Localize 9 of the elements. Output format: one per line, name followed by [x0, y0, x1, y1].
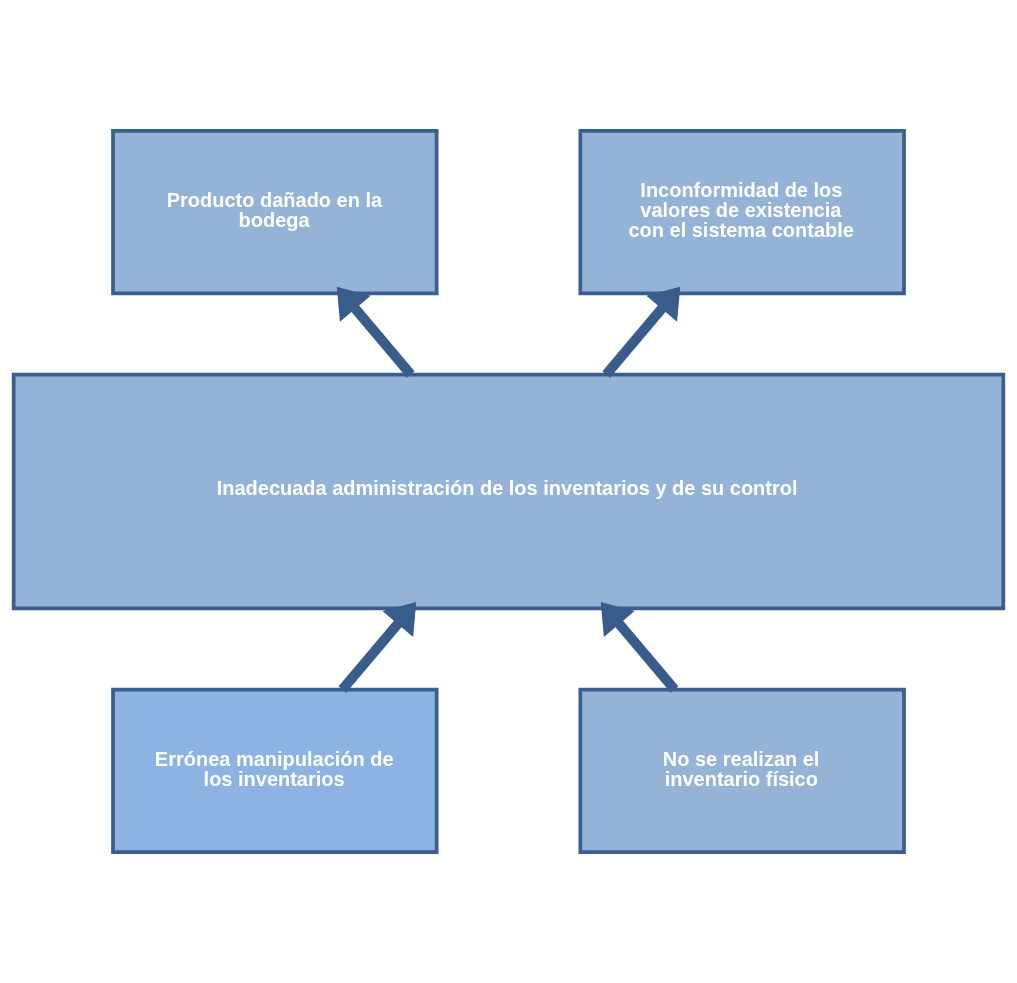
arrow [338, 602, 417, 693]
node-box: Producto dañado en la bodega [111, 129, 439, 296]
node-box: Inadecuada administración de los inventarios y de su control [11, 372, 1006, 611]
node-box: No se realizan el inventario físico [578, 687, 906, 854]
node-box: Inconformidad de los valores de existencia con el sistema contable [578, 129, 906, 296]
node-box: Errónea manipulación de los inventarios [111, 687, 439, 854]
arrow [336, 286, 415, 378]
arrow [602, 286, 681, 378]
arrow [600, 602, 679, 693]
